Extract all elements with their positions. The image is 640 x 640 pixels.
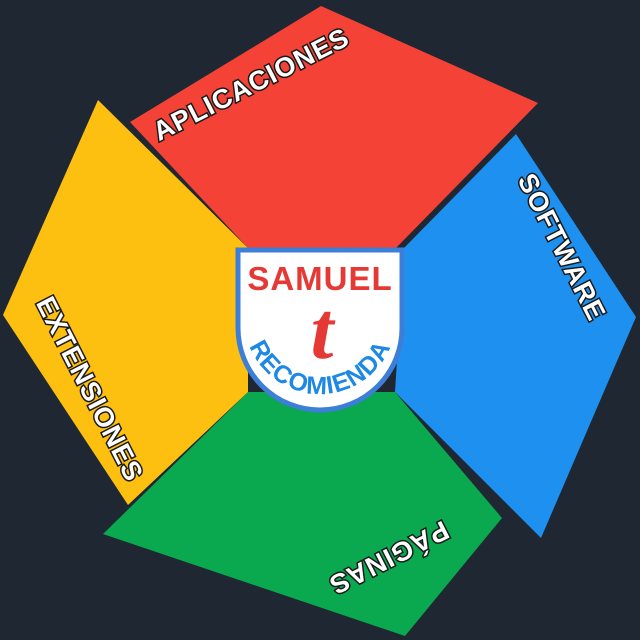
petal-right bbox=[395, 134, 636, 538]
petal-top bbox=[130, 6, 538, 248]
petal-bottom bbox=[103, 392, 502, 636]
center-badge: SAMUEL t RECOMIENDA bbox=[235, 247, 405, 413]
petal-left bbox=[3, 100, 248, 505]
badge-name: SAMUEL bbox=[247, 260, 392, 297]
badge-letter: t bbox=[311, 285, 336, 376]
badge-shield bbox=[235, 247, 405, 413]
